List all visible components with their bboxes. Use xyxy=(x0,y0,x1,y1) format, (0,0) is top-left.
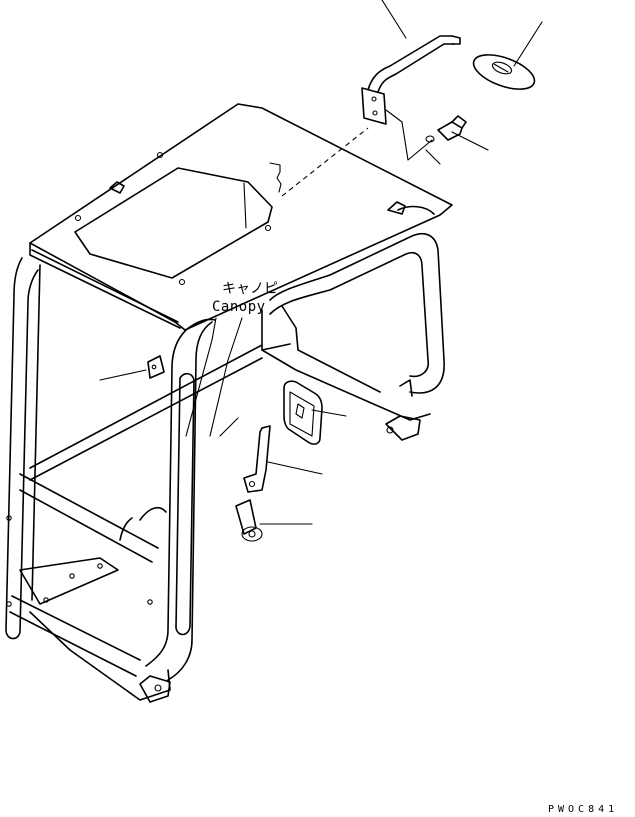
figure-code: PWOC841 xyxy=(548,804,618,815)
lower-bolt xyxy=(235,499,263,542)
rear-arch xyxy=(261,205,445,441)
mirror-bracket xyxy=(243,425,271,493)
canopy-label-jp: キャノピ xyxy=(222,281,278,297)
bolt-and-washer xyxy=(425,115,467,143)
center-post xyxy=(29,318,263,681)
canopy-label-en: Canopy xyxy=(212,299,266,315)
mirror-stay xyxy=(361,35,461,125)
rectangular-mirror xyxy=(283,380,323,445)
left-frame xyxy=(5,257,171,703)
leader-lines xyxy=(99,0,543,525)
bracket-clamp xyxy=(147,355,165,379)
round-mirror xyxy=(472,54,536,90)
canopy-roof xyxy=(29,103,453,331)
